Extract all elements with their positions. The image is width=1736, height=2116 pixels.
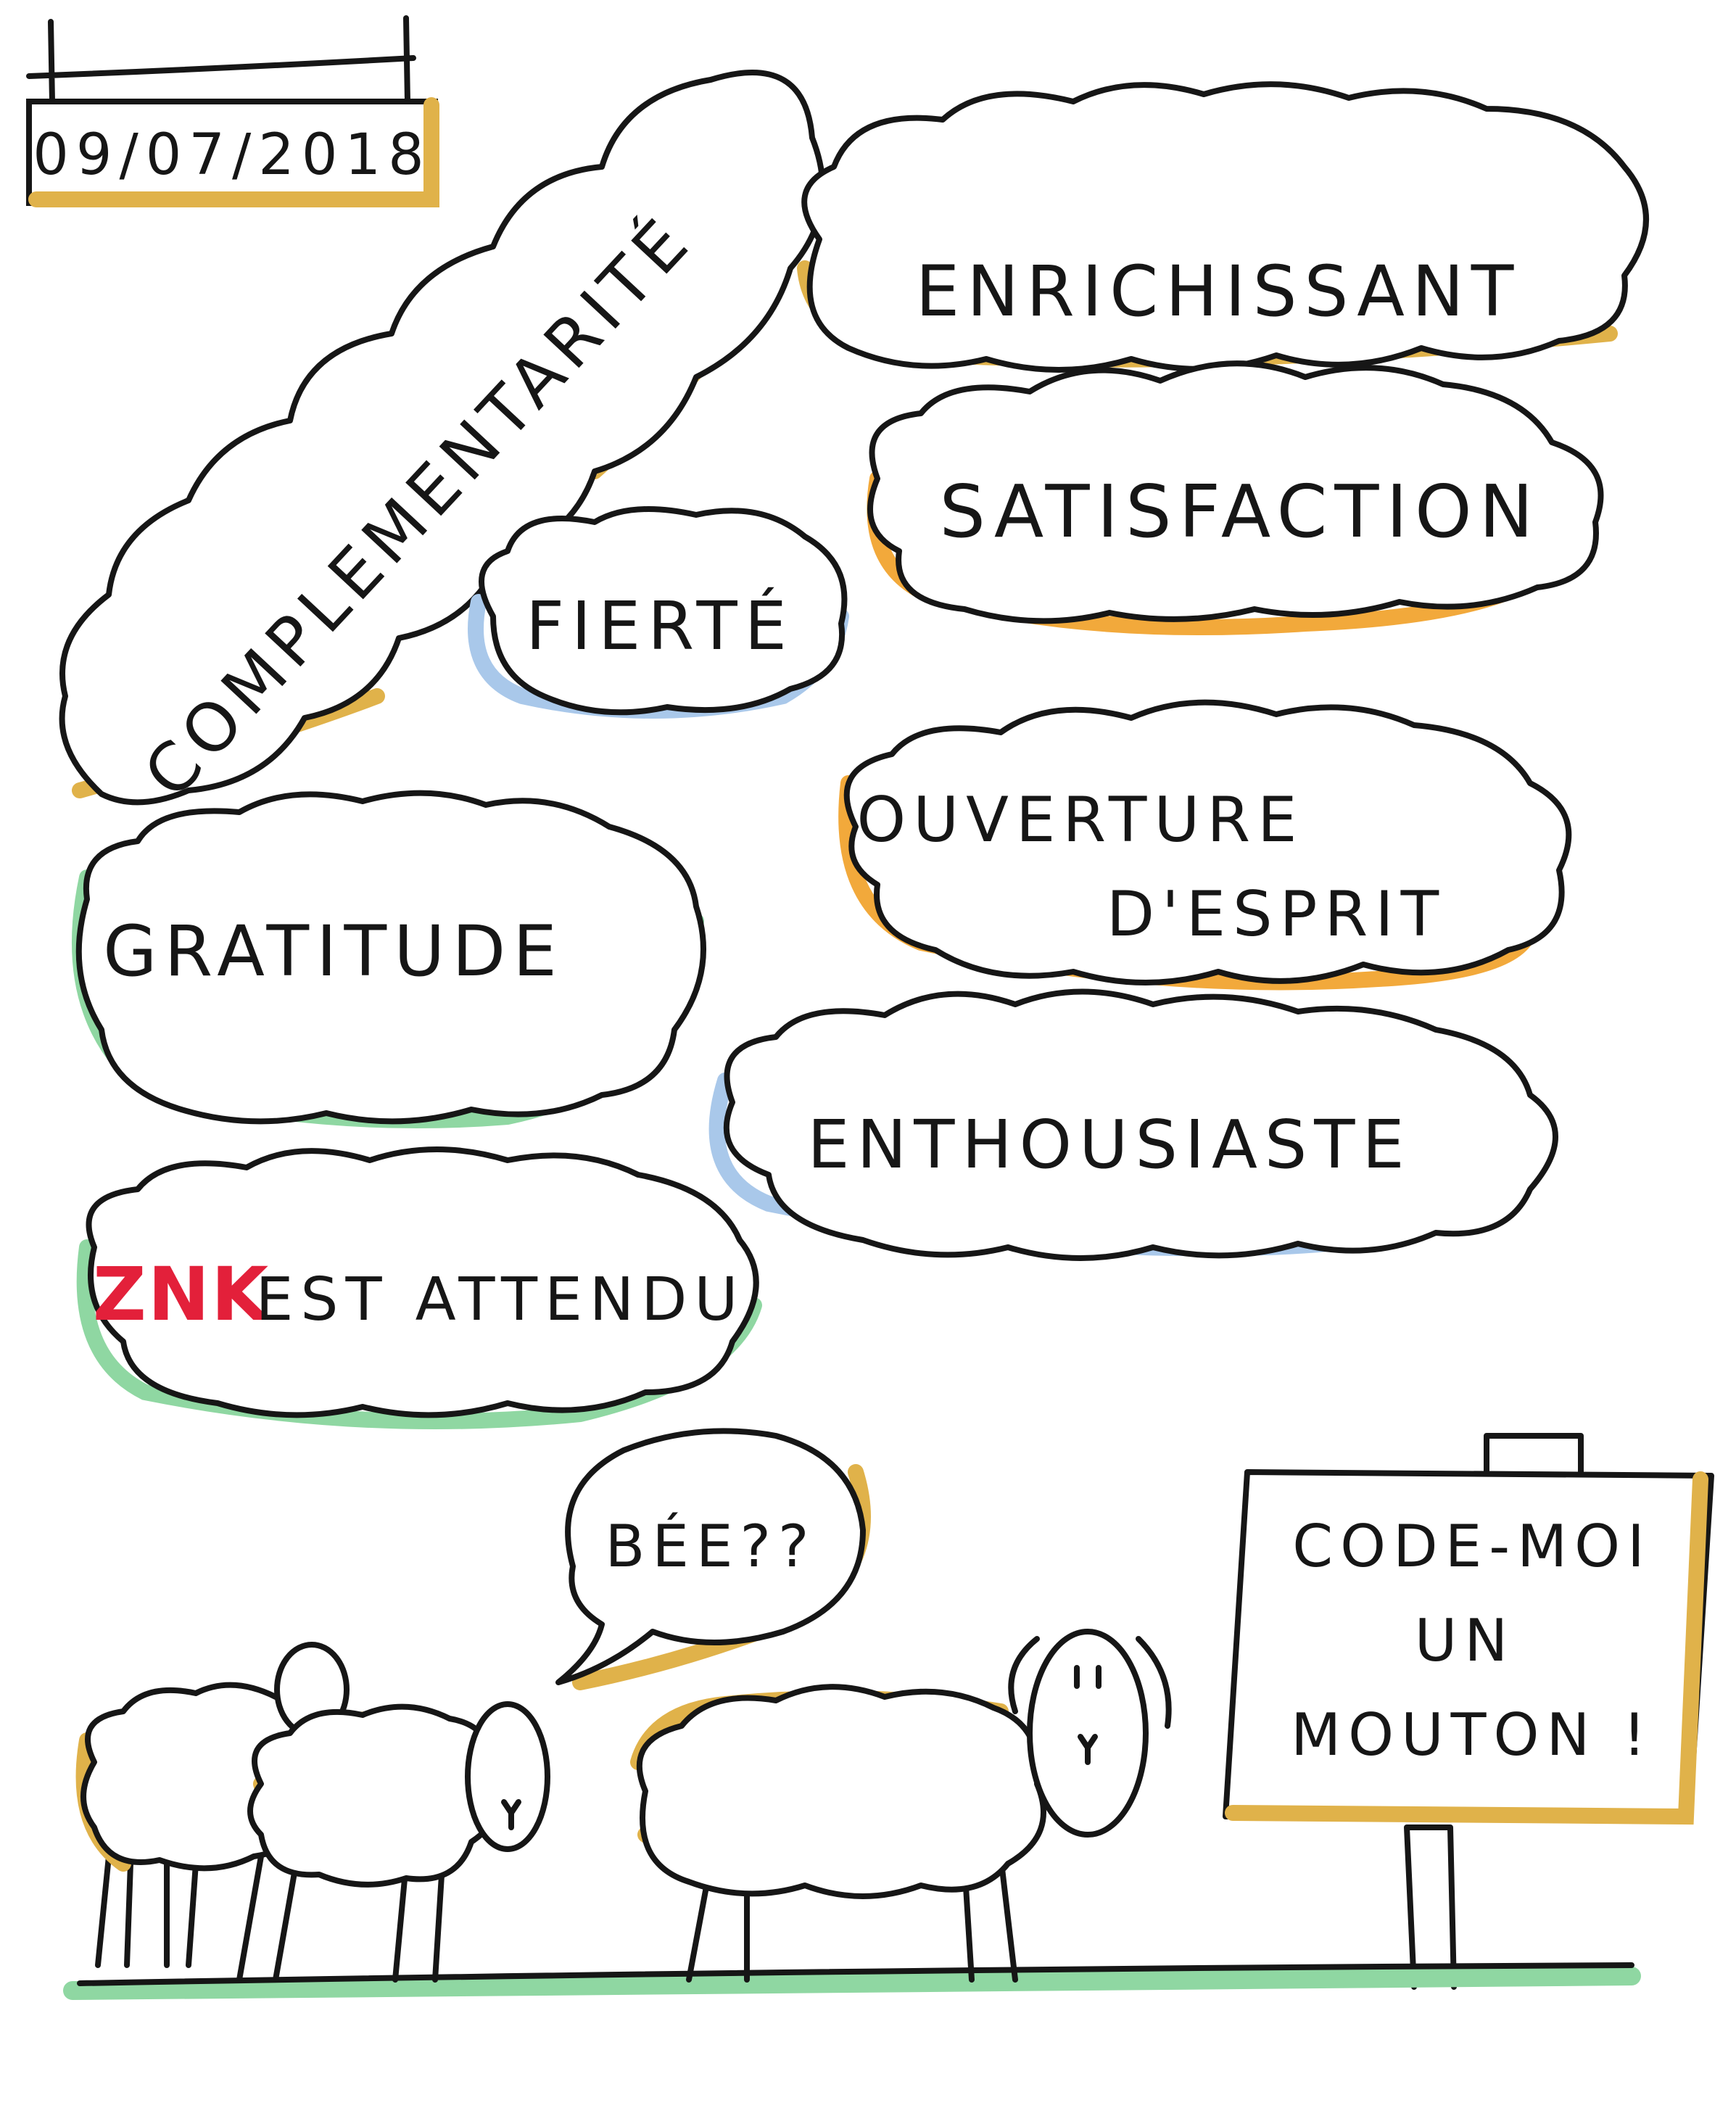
sign-line1: CODE-MOI [1292,1513,1651,1580]
znk-logo: ZNK [93,1252,271,1338]
sheep-front [630,1629,1172,1983]
sheep-middle [236,1701,550,1983]
word-attendu: EST ATTENDU [256,1265,745,1334]
speech-bubble-text: BÉE?? [605,1512,817,1580]
cloud-satisfaction: SATISFACTION [867,360,1604,635]
sign-line2: UN [1415,1607,1515,1674]
word-ouverture-line1: OUVERTURE [857,784,1305,856]
cloud-fierte: FIERTÉ [468,506,849,719]
date-sign: 09/07/2018 [26,15,439,207]
ground [63,1962,1641,2000]
word-gratitude: GRATITUDE [103,911,564,992]
word-fierte: FIERTÉ [526,587,794,665]
word-satisfaction: SATISFACTION [940,469,1541,554]
word-enthousiaste: ENTHOUSIASTE [807,1106,1411,1183]
cloud-enrichissant: ENRICHISSANT [797,81,1649,373]
cloud-enthousiaste: ENTHOUSIASTE [708,988,1558,1261]
word-enrichissant: ENRICHISSANT [916,251,1521,332]
cloud-znk-attendu: ZNK EST ATTENDU [76,1146,762,1429]
date-label: 09/07/2018 [33,123,431,188]
sign-line3: MOUTON ! [1291,1701,1653,1769]
speech-bubble: BÉE?? [555,1428,871,1690]
cloud-ouverture: OUVERTURE D'ESPRIT [838,699,1572,991]
cloud-gratitude: GRATITUDE [72,790,706,1128]
code-moi-sign: CODE-MOI UN MOUTON ! [1223,1433,1714,1990]
word-ouverture-line2: D'ESPRIT [1107,878,1446,951]
